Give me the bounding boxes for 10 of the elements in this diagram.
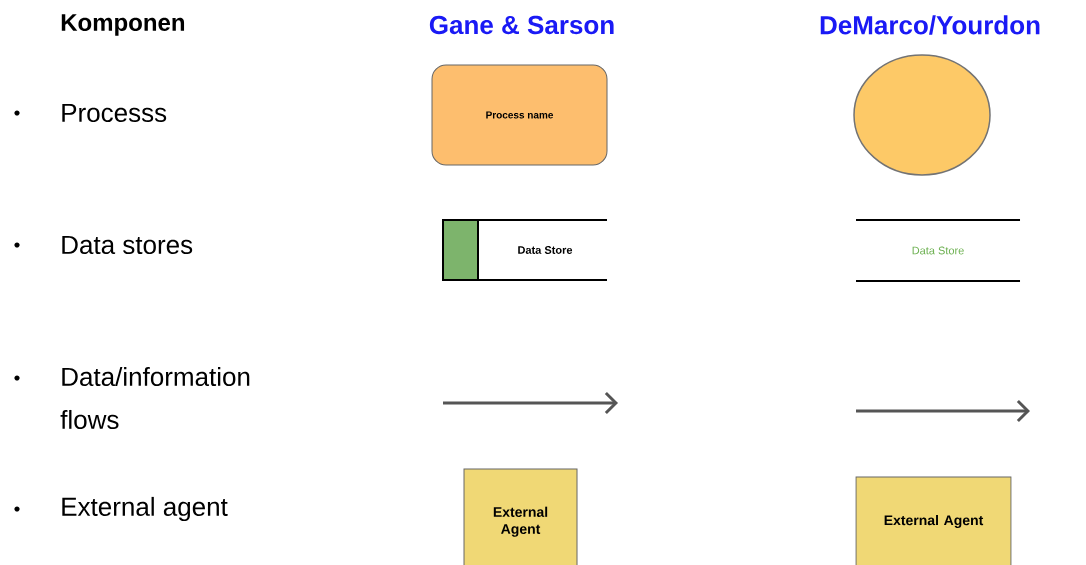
column-heading: Gane & Sarson xyxy=(429,15,614,35)
external-agent-box: External Agent xyxy=(855,476,1012,565)
component-label: Data stores xyxy=(62,235,193,255)
component-label: Processs xyxy=(62,103,167,123)
component-label: Data/information flows xyxy=(60,366,250,430)
process-circle xyxy=(853,54,991,176)
column-heading: Komponen xyxy=(61,14,185,36)
external-agent-box: External Agent xyxy=(463,468,578,565)
component-label: External agent xyxy=(62,496,228,522)
process-box: Process name xyxy=(431,64,608,166)
